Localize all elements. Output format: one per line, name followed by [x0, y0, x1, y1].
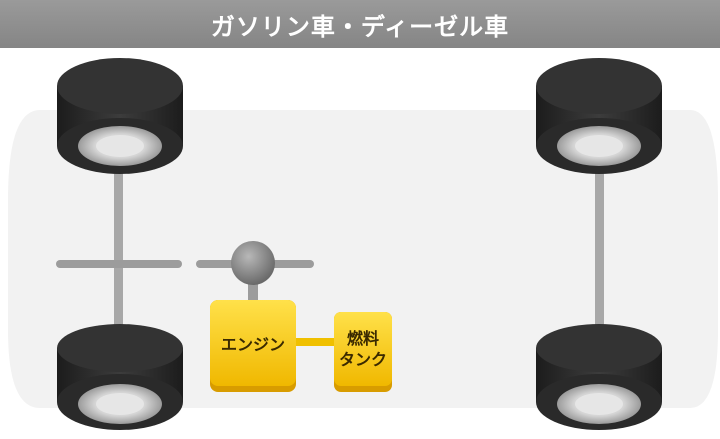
rear-axle	[595, 145, 604, 365]
front-axle-left	[114, 145, 123, 365]
fuel-tank	[334, 312, 392, 386]
tire-front-right	[536, 58, 662, 174]
tire-rear-left	[57, 324, 183, 430]
engine-label: エンジン	[220, 335, 285, 354]
title-banner: ガソリン車・ディーゼル車	[0, 0, 720, 48]
differential	[231, 241, 275, 285]
fuel-tank-label: 燃料 タンク	[338, 329, 387, 369]
fuel-line	[296, 338, 336, 346]
diagram-title: ガソリン車・ディーゼル車	[210, 12, 510, 41]
tire-rear-right	[536, 324, 662, 430]
front-crossbar	[56, 260, 182, 268]
tire-front-left	[57, 58, 183, 174]
car-body	[8, 110, 718, 408]
diff-stem	[248, 278, 258, 302]
engine-block	[210, 300, 296, 386]
